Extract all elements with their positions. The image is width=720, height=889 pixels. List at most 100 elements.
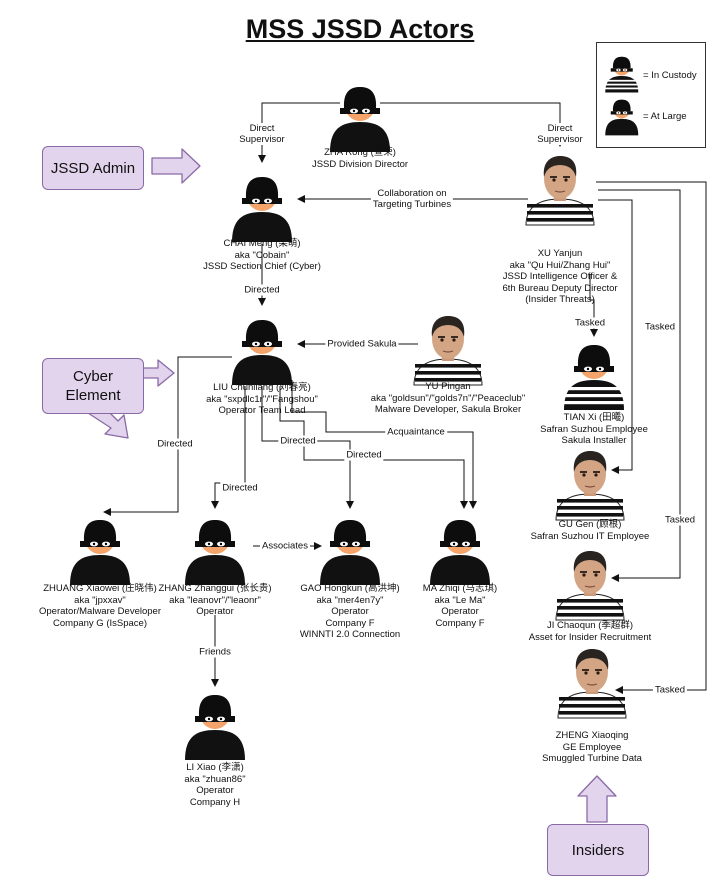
node-label-line: XU Yanjun [537, 248, 583, 259]
group-label-line: Cyber [72, 368, 113, 385]
node-label-chai: CHAI Meng (柴萌)aka "Cobain"JSSD Section C… [203, 238, 321, 273]
node-label-line: Operator Team Lead [218, 405, 306, 416]
node-label-line: Operator [331, 606, 369, 617]
node-label-gu: GU Gen (顾根)Safran Suzhou IT Employee [531, 519, 650, 542]
node-label-line: ZHENG Xiaoqing [555, 730, 629, 741]
edge-label-liu-zhang: Directed [220, 482, 260, 494]
legend-large-label: = At Large [643, 111, 687, 122]
node-label-line: JSSD Section Chief (Cyber) [203, 261, 321, 272]
edge-label-line: Associates [262, 540, 308, 552]
figure-xu [525, 156, 595, 226]
figure-gu [555, 451, 625, 521]
edge-label-line: Direct [547, 123, 573, 134]
node-label-line: Sakula Installer [561, 435, 627, 446]
node-label-line: 6th Bureau Deputy Director [502, 282, 618, 294]
edge-label-line: Acquaintance [387, 426, 445, 438]
edge-label-line: Friends [199, 646, 231, 658]
edge-zha-xu [380, 102, 564, 147]
node-label-line: Company G (IsSpace) [53, 617, 147, 629]
node-label-line: Operator/Malware Developer [39, 606, 161, 617]
node-label-zhuang: ZHUANG Xiaowei (庄晓伟)aka "jpxxav"Operator… [39, 583, 161, 629]
node-label-line: ZHANG Zhanggui (张长贵) [158, 583, 272, 594]
edge-liu-ma-acq [291, 380, 477, 509]
node-label-line: ZHUANG Xiaowei (庄晓伟) [43, 583, 157, 594]
edge-label-line: Supervisor [537, 134, 583, 145]
legend-box: = In Custody = At Large [596, 42, 706, 148]
node-label-line: MA Zhiqi (马志琪) [422, 583, 498, 594]
figure-ma [430, 520, 490, 585]
edge-label-line: Directed [346, 449, 382, 461]
edge-liu-zhuang [103, 356, 232, 516]
node-label-line: YU Pingan [425, 381, 471, 392]
group-label-line: JSSD Admin [50, 159, 136, 177]
figure-ji [555, 551, 625, 621]
node-label-liu: LIU Chunliang (刘春亮)aka "sxpdlc1r"/"Fangs… [206, 382, 318, 417]
node-label-line: Company F [325, 617, 375, 629]
node-label-line: Company F [435, 617, 485, 629]
edge-label-liu-ma-acq: Acquaintance [385, 426, 447, 438]
figure-tian [564, 345, 624, 410]
edge-label-line: Tasked [654, 684, 686, 696]
edge-label-xu-gu: Tasked [642, 321, 678, 333]
node-label-line: aka "goldsun"/"golds7n"/"Peaceclub" [370, 392, 526, 404]
node-label-zhang: ZHANG Zhanggui (张长贵)aka "leanovr"/"leaon… [159, 583, 272, 618]
figure-zha [330, 87, 390, 152]
diagram-title: MSS JSSD Actors [245, 14, 475, 44]
node-label-line: Smuggled Turbine Data [542, 753, 642, 764]
node-label-line: aka "Qu Hui/Zhang Hui" [509, 259, 611, 271]
node-label-line: aka "leanovr"/"leaonr" [169, 594, 261, 606]
group-label-line: Element [65, 387, 121, 404]
edge-label-line: Supervisor [239, 134, 285, 145]
figure-zhang [185, 520, 245, 585]
node-label-line: JI Chaoqun (季超群) [546, 620, 634, 631]
edge-label-line: Targeting Turbines [372, 199, 452, 210]
edge-label-xu-zheng: Tasked [652, 684, 688, 696]
edge-label-zhang-gao: Associates [260, 540, 310, 552]
figure-liu [232, 320, 292, 385]
node-label-ji: JI Chaoqun (季超群)Asset for Insider Recrui… [529, 620, 652, 643]
legend-custody-icon [605, 56, 639, 93]
edge-label-xu-tian: Tasked [572, 317, 608, 329]
node-label-line: WINNTI 2.0 Connection [299, 629, 401, 640]
node-label-line: GU Gen (顾根) [558, 519, 622, 530]
edge-label-line: Directed [244, 284, 280, 296]
figure-gao [320, 520, 380, 585]
node-label-line: aka "Le Ma" [434, 594, 486, 606]
node-label-line: ZHA Rong (查荣) [324, 147, 396, 158]
edge-label-line: Collaboration on [377, 188, 447, 199]
edge-label-liu-zhuang: Directed [155, 438, 195, 450]
node-label-line: Company H [189, 796, 241, 808]
figure-li [185, 695, 245, 760]
edge-label-line: Directed [280, 435, 316, 447]
node-label-line: JSSD Intelligence Officer & [502, 271, 618, 282]
node-label-line: TIAN Xi (田曦) [563, 412, 625, 423]
group-box-insiders: Insiders [547, 824, 649, 876]
node-label-line: aka "jpxxav" [74, 594, 126, 606]
node-label-line: JSSD Division Director [311, 158, 409, 170]
group-label-line: Insiders [571, 841, 625, 859]
edge-label-line: Directed [222, 482, 258, 494]
edge-label-line: Direct [249, 123, 275, 134]
node-label-line: Safran Suzhou Employee [540, 423, 648, 435]
node-label-line: Safran Suzhou IT Employee [530, 530, 650, 542]
edge-label-zhang-li: Friends [197, 646, 233, 658]
edge-label-chai-liu: Directed [242, 284, 282, 296]
edge-label-line: Provided Sakula [327, 338, 397, 350]
node-label-line: (Insider Threats) [525, 294, 595, 305]
edge-xu-ji [598, 189, 681, 582]
node-label-line: Operator [196, 785, 234, 796]
edge-label-liu-gao: Directed [278, 435, 318, 447]
node-label-line: Operator [196, 606, 234, 617]
node-label-line: Malware Developer, Sakula Broker [374, 404, 522, 415]
group-box-admin: JSSD Admin [42, 146, 144, 190]
edge-label-xu-ji: Tasked [662, 514, 698, 526]
